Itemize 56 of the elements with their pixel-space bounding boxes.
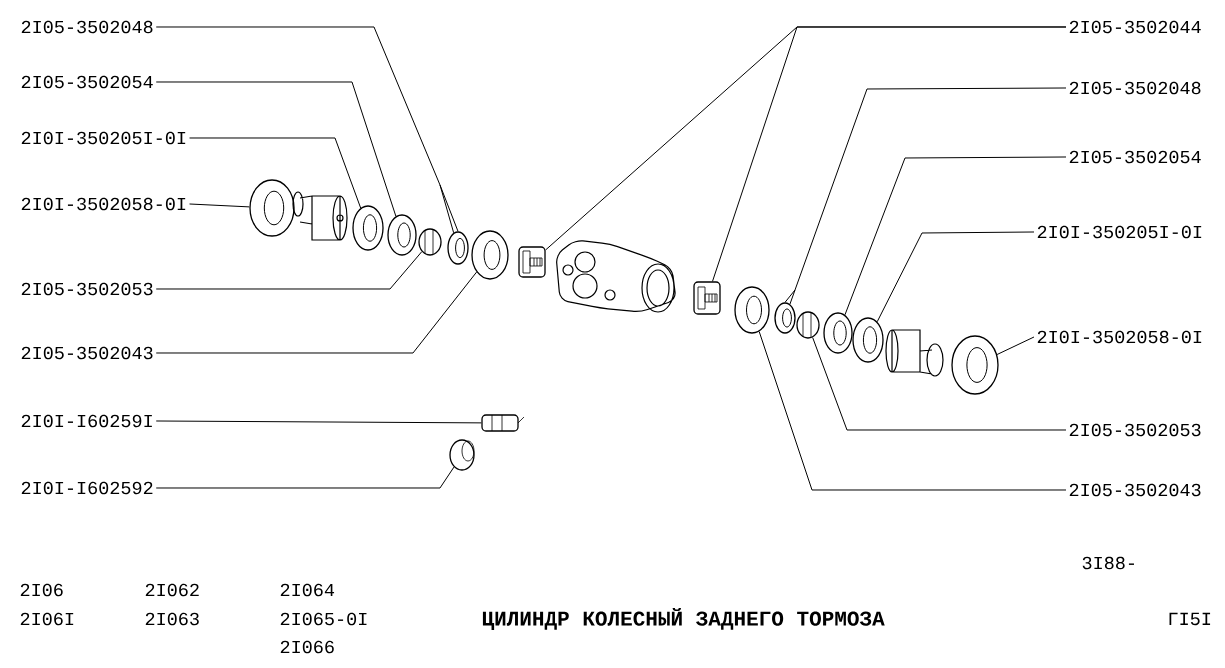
part-number: 2I05-3502054	[1069, 150, 1201, 164]
part-number: 2I0I-350205I-0I	[1037, 225, 1202, 239]
leader-line	[155, 420, 482, 424]
leader-line	[758, 331, 1067, 491]
part-number: 2I0I-I602592	[21, 481, 153, 495]
drawing-number: 3I88-	[1082, 556, 1134, 570]
spring-drawing	[418, 228, 442, 256]
model-number: 2I066	[280, 640, 334, 654]
ring-drawing	[352, 205, 384, 251]
model-number: 2I062	[145, 583, 199, 597]
leader-line	[812, 337, 1067, 431]
model-number: 2I06I	[20, 612, 74, 626]
ring-drawing	[471, 230, 509, 280]
leader-line	[189, 203, 250, 208]
leader-line	[876, 231, 1035, 323]
part-number: 2I05-3502048	[21, 20, 153, 34]
leader-line	[996, 336, 1035, 355]
title: ЦИЛИНДР КОЛЕСНЫЙ ЗАДНЕГО ТОРМОЗА	[482, 608, 885, 630]
leader-line	[712, 26, 1067, 282]
part-number: 2I0I-I60259I	[21, 414, 152, 428]
part-number: 2I0I-3502058-0I	[1037, 330, 1202, 344]
page-number: ГI5I	[1169, 612, 1211, 626]
leader-line	[844, 156, 1067, 316]
cup-seal-drawing	[823, 312, 853, 354]
model-number: 2I064	[280, 583, 335, 597]
part-number: 2I05-3502048	[1069, 81, 1201, 95]
valve-cap-drawing	[449, 439, 475, 471]
model-number: 2I063	[145, 612, 199, 626]
spring-plate-drawing	[447, 231, 469, 265]
leader-line	[155, 466, 455, 489]
model-number: 2I065-0I	[280, 612, 367, 626]
cup-seal-drawing	[387, 214, 417, 256]
leader-line	[155, 81, 397, 217]
ring-drawing	[734, 286, 770, 334]
pin-drawing	[693, 281, 721, 315]
part-number: 2I0I-3502058-0I	[21, 197, 186, 211]
leader-line	[155, 271, 478, 354]
leader-line	[155, 251, 423, 290]
leader-line	[155, 26, 459, 234]
part-number: 2I05-3502053	[1069, 423, 1201, 437]
ring-drawing	[852, 317, 884, 363]
part-number: 2I05-3502044	[1069, 20, 1201, 34]
part-number: 2I05-3502054	[21, 75, 153, 89]
part-number: 2I05-3502043	[1069, 483, 1201, 497]
leader-line	[784, 87, 1067, 305]
part-number: 2I05-3502043	[21, 346, 153, 360]
pin-drawing	[518, 246, 546, 278]
dust-boot-drawing	[951, 335, 999, 395]
part-number: 2I0I-350205I-0I	[21, 131, 186, 145]
dust-boot-drawing	[249, 179, 295, 237]
part-number: 2I05-3502053	[21, 282, 153, 296]
model-number: 2I06	[20, 583, 63, 597]
leader-line	[189, 137, 362, 209]
spring-drawing	[796, 311, 820, 339]
spring-plate-drawing	[774, 302, 796, 334]
bleed-valve-drawing	[481, 414, 525, 432]
